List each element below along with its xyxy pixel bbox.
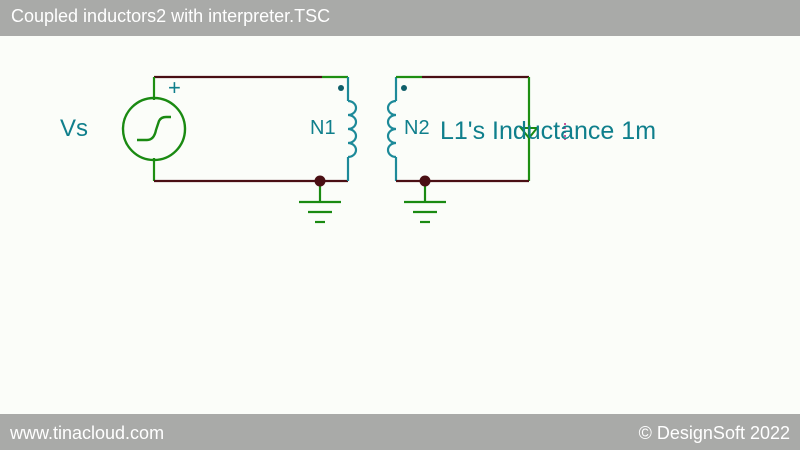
website-link[interactable]: www.tinacloud.com: [10, 423, 165, 443]
current-probe[interactable]: [518, 123, 566, 140]
inductor-n1-label[interactable]: N1: [310, 117, 336, 139]
schematic-canvas[interactable]: + Vs N1 N2 L1's Inductance 1m: [0, 36, 800, 414]
n1-polarity-dot: [338, 85, 344, 91]
copyright-text: © DesignSoft 2022: [638, 423, 790, 443]
inductance-annotation[interactable]: L1's Inductance 1m: [440, 117, 656, 145]
footer-bar: www.tinacloud.com © DesignSoft 2022: [0, 414, 800, 450]
ground-2: [404, 181, 446, 224]
step-icon: [137, 115, 171, 142]
n2-polarity-dot: [401, 85, 407, 91]
title-bar: Coupled inductors2 with interpreter.TSC: [0, 0, 800, 36]
node-dot-1: [314, 175, 326, 187]
inductor-n2[interactable]: [386, 99, 397, 159]
source-plus-sign: +: [168, 75, 181, 100]
inductor-n1[interactable]: [347, 99, 358, 159]
inductor-n2-label[interactable]: N2: [404, 117, 430, 139]
voltage-source[interactable]: [121, 96, 187, 162]
probe-arrow-icon: [518, 127, 540, 140]
n2-coil: [386, 99, 397, 159]
ground-1: [299, 181, 341, 224]
window-title: Coupled inductors2 with interpreter.TSC: [11, 6, 331, 26]
source-circle: [121, 96, 187, 162]
schematic-svg: + Vs N1 N2 L1's Inductance 1m: [60, 75, 656, 224]
source-label[interactable]: Vs: [60, 115, 88, 142]
n1-coil: [347, 99, 358, 159]
node-dot-2: [419, 175, 431, 187]
